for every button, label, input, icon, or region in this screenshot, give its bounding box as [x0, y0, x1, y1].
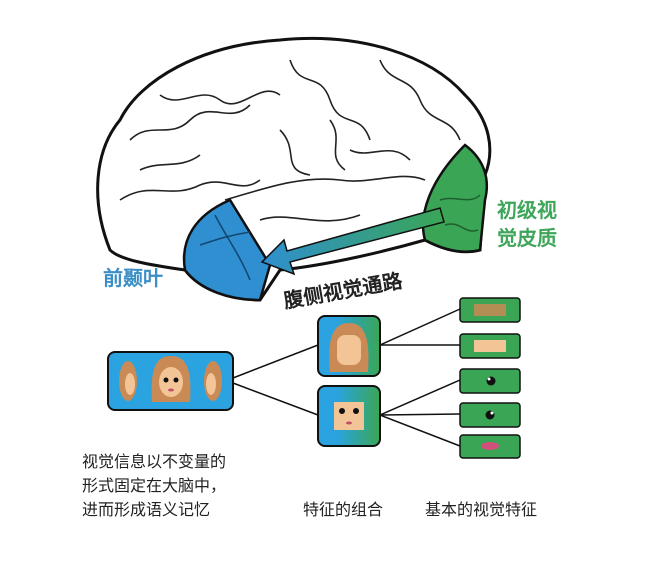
anterior-temporal-lobe-label: 前颞叶: [103, 266, 163, 290]
basic-visual-features-caption: 基本的视觉特征: [425, 500, 538, 519]
face-front: [151, 356, 191, 402]
brain-gyri: [119, 59, 461, 222]
facial-features-combination-box: [317, 385, 381, 447]
whole-face-views-box: [107, 351, 234, 411]
primary-visual-cortex-label-1: 初级视: [497, 198, 557, 222]
basic-feature-skin-color: [459, 333, 521, 359]
semantic-memory-caption: 视觉信息以不变量的 形式固定在大脑中， 进而形成语义记忆: [82, 450, 226, 522]
face-left-profile: [119, 361, 137, 401]
face-right-profile: [204, 361, 222, 401]
basic-feature-hair-color: [459, 297, 521, 323]
hair-shape-combination-box: [317, 315, 381, 377]
basic-feature-right-eye: [459, 402, 521, 428]
basic-feature-left-eye: [459, 368, 521, 394]
feature-combination-caption: 特征的组合: [303, 500, 384, 519]
ventral-pathway-arrow: [260, 207, 445, 276]
basic-feature-mouth: [459, 434, 521, 459]
hierarchy-lines: [232, 308, 461, 447]
caption-line-3: 进而形成语义记忆: [82, 500, 211, 519]
ventral-pathway-label: 腹侧视觉通路: [282, 268, 405, 313]
primary-visual-cortex-label-2: 觉皮质: [497, 226, 557, 250]
caption-line-1: 视觉信息以不变量的: [82, 452, 227, 471]
caption-line-2: 形式固定在大脑中，: [82, 476, 227, 495]
